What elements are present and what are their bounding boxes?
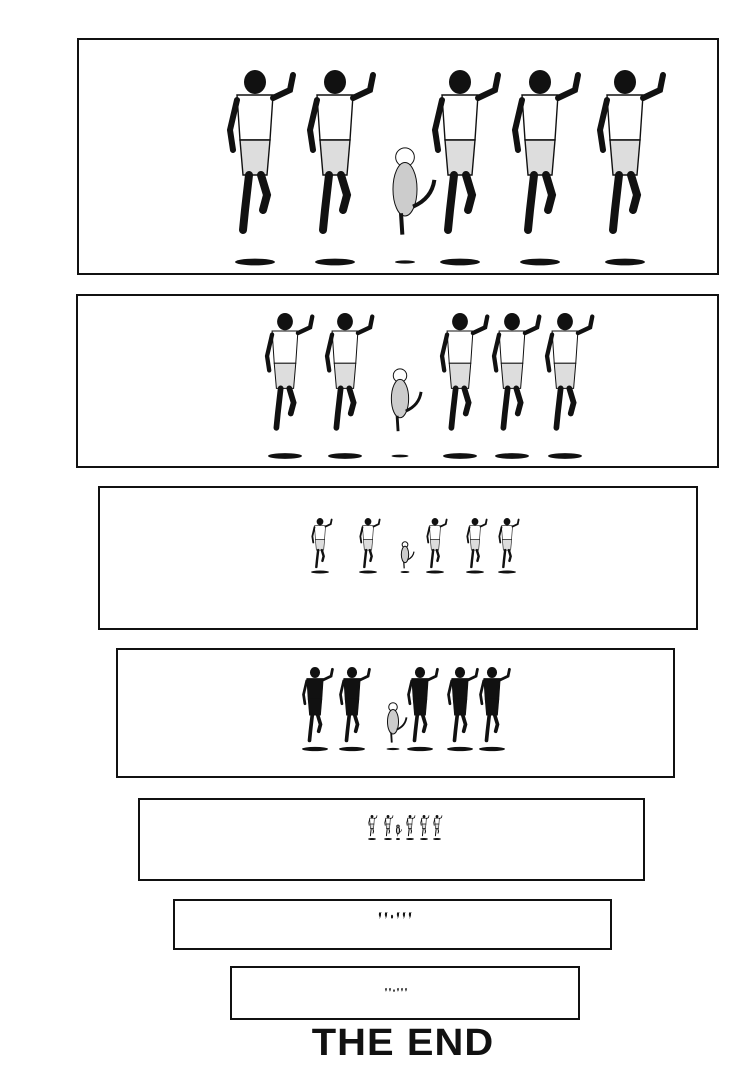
the-end-title: THE END bbox=[311, 1022, 495, 1064]
panel-2 bbox=[76, 294, 719, 468]
panel-6 bbox=[173, 899, 612, 950]
panel-4 bbox=[116, 648, 675, 778]
panel-5 bbox=[138, 798, 645, 881]
panel-3 bbox=[98, 486, 698, 630]
panel-1 bbox=[77, 38, 719, 275]
panel-7 bbox=[230, 966, 580, 1020]
